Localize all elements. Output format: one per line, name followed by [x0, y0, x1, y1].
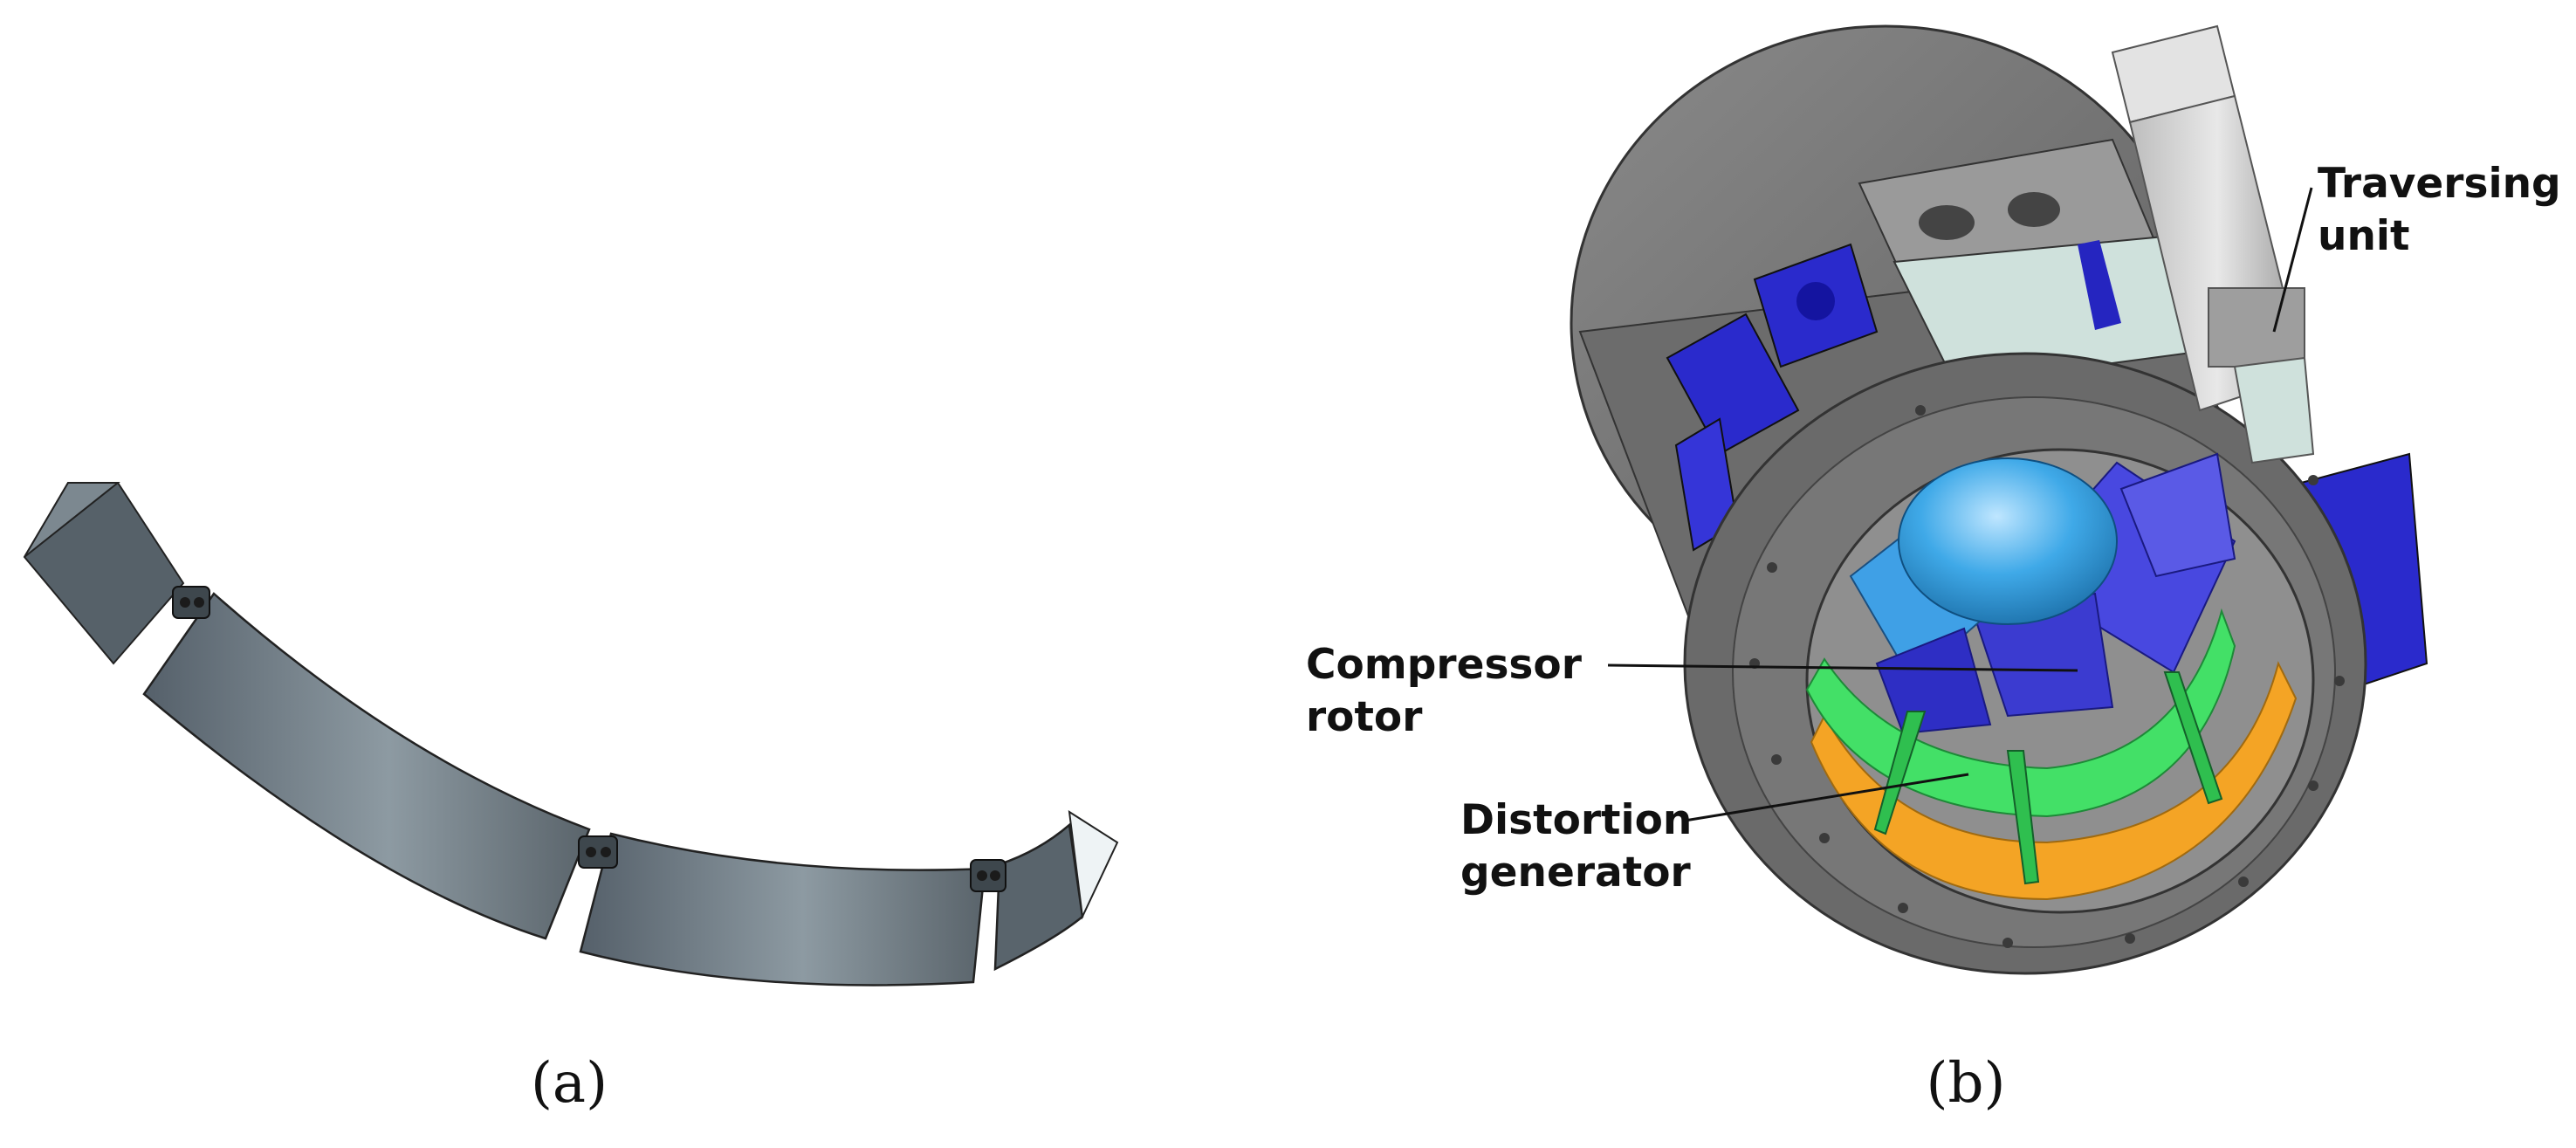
label-traversing-unit: Traversing unit: [2318, 160, 2575, 260]
segment-right-wedge: [1068, 810, 1119, 920]
caption-b: (b): [1927, 1051, 2006, 1116]
leader-lines: [1607, 187, 2313, 822]
panel-a-segments: [23, 482, 1119, 986]
green-ring: [1805, 608, 2236, 818]
segment-arc-3: [993, 822, 1084, 972]
segment-brackets: [172, 586, 1006, 892]
segment-arc-2: [579, 832, 986, 986]
orange-ring: [1810, 661, 2298, 901]
traversing-unit: [2111, 24, 2315, 464]
spinner: [1898, 457, 2118, 625]
segment-left-wedge: [23, 482, 185, 665]
segment-left-wedge-face: [24, 482, 120, 558]
segment-arc-1: [142, 592, 591, 940]
leader-traversing: [2272, 187, 2313, 333]
distortion-struts: [1873, 671, 2223, 885]
label-compressor-rotor: Compressor rotor: [1306, 641, 1596, 741]
label-distortion-generator: Distortion generator: [1460, 796, 1707, 897]
leader-compressor: [1607, 663, 2078, 672]
leader-distortion: [1684, 773, 1969, 822]
caption-a: (a): [531, 1051, 608, 1116]
panel-b-rig: [1570, 24, 2428, 975]
flange-bolts: [1749, 405, 2345, 948]
